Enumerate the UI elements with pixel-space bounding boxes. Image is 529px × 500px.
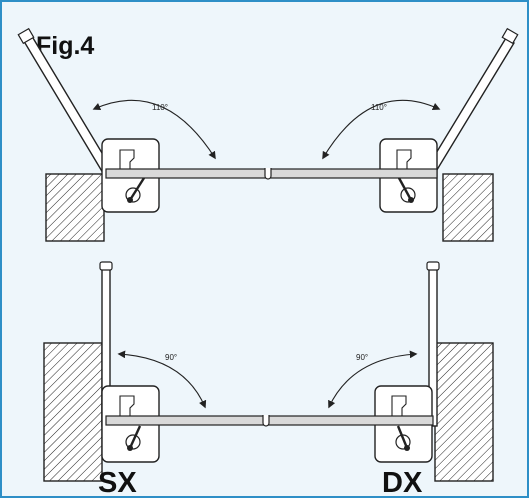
gate-leaf-right-top [423, 27, 519, 179]
bar-joint-top [264, 168, 272, 180]
angle-arc-left-top [92, 99, 216, 160]
pillar-left-bottom [43, 342, 103, 482]
angle-label-left-bottom: 90° [165, 353, 177, 362]
label-sx: SX [98, 467, 137, 499]
angle-arc-right-top [322, 99, 441, 160]
bottom-diagram: 90° 90° SX DX [43, 261, 494, 499]
pillar-right-top [442, 173, 494, 242]
gate-leaf-right-bottom [426, 261, 440, 427]
angle-arc-right-bottom [328, 350, 418, 409]
angle-label-right-bottom: 90° [356, 353, 368, 362]
angle-arc-left-bottom [117, 350, 207, 409]
pillar-left-top [45, 173, 105, 242]
pillar-right-bottom [434, 342, 494, 482]
figure-title: Fig.4 [36, 32, 94, 60]
angle-label-left-top: 110° [152, 103, 168, 112]
bar-joint-bottom [262, 415, 270, 427]
top-diagram: 110° 110° [17, 27, 519, 242]
angle-label-right-top: 110° [371, 103, 387, 112]
label-dx: DX [382, 467, 423, 499]
